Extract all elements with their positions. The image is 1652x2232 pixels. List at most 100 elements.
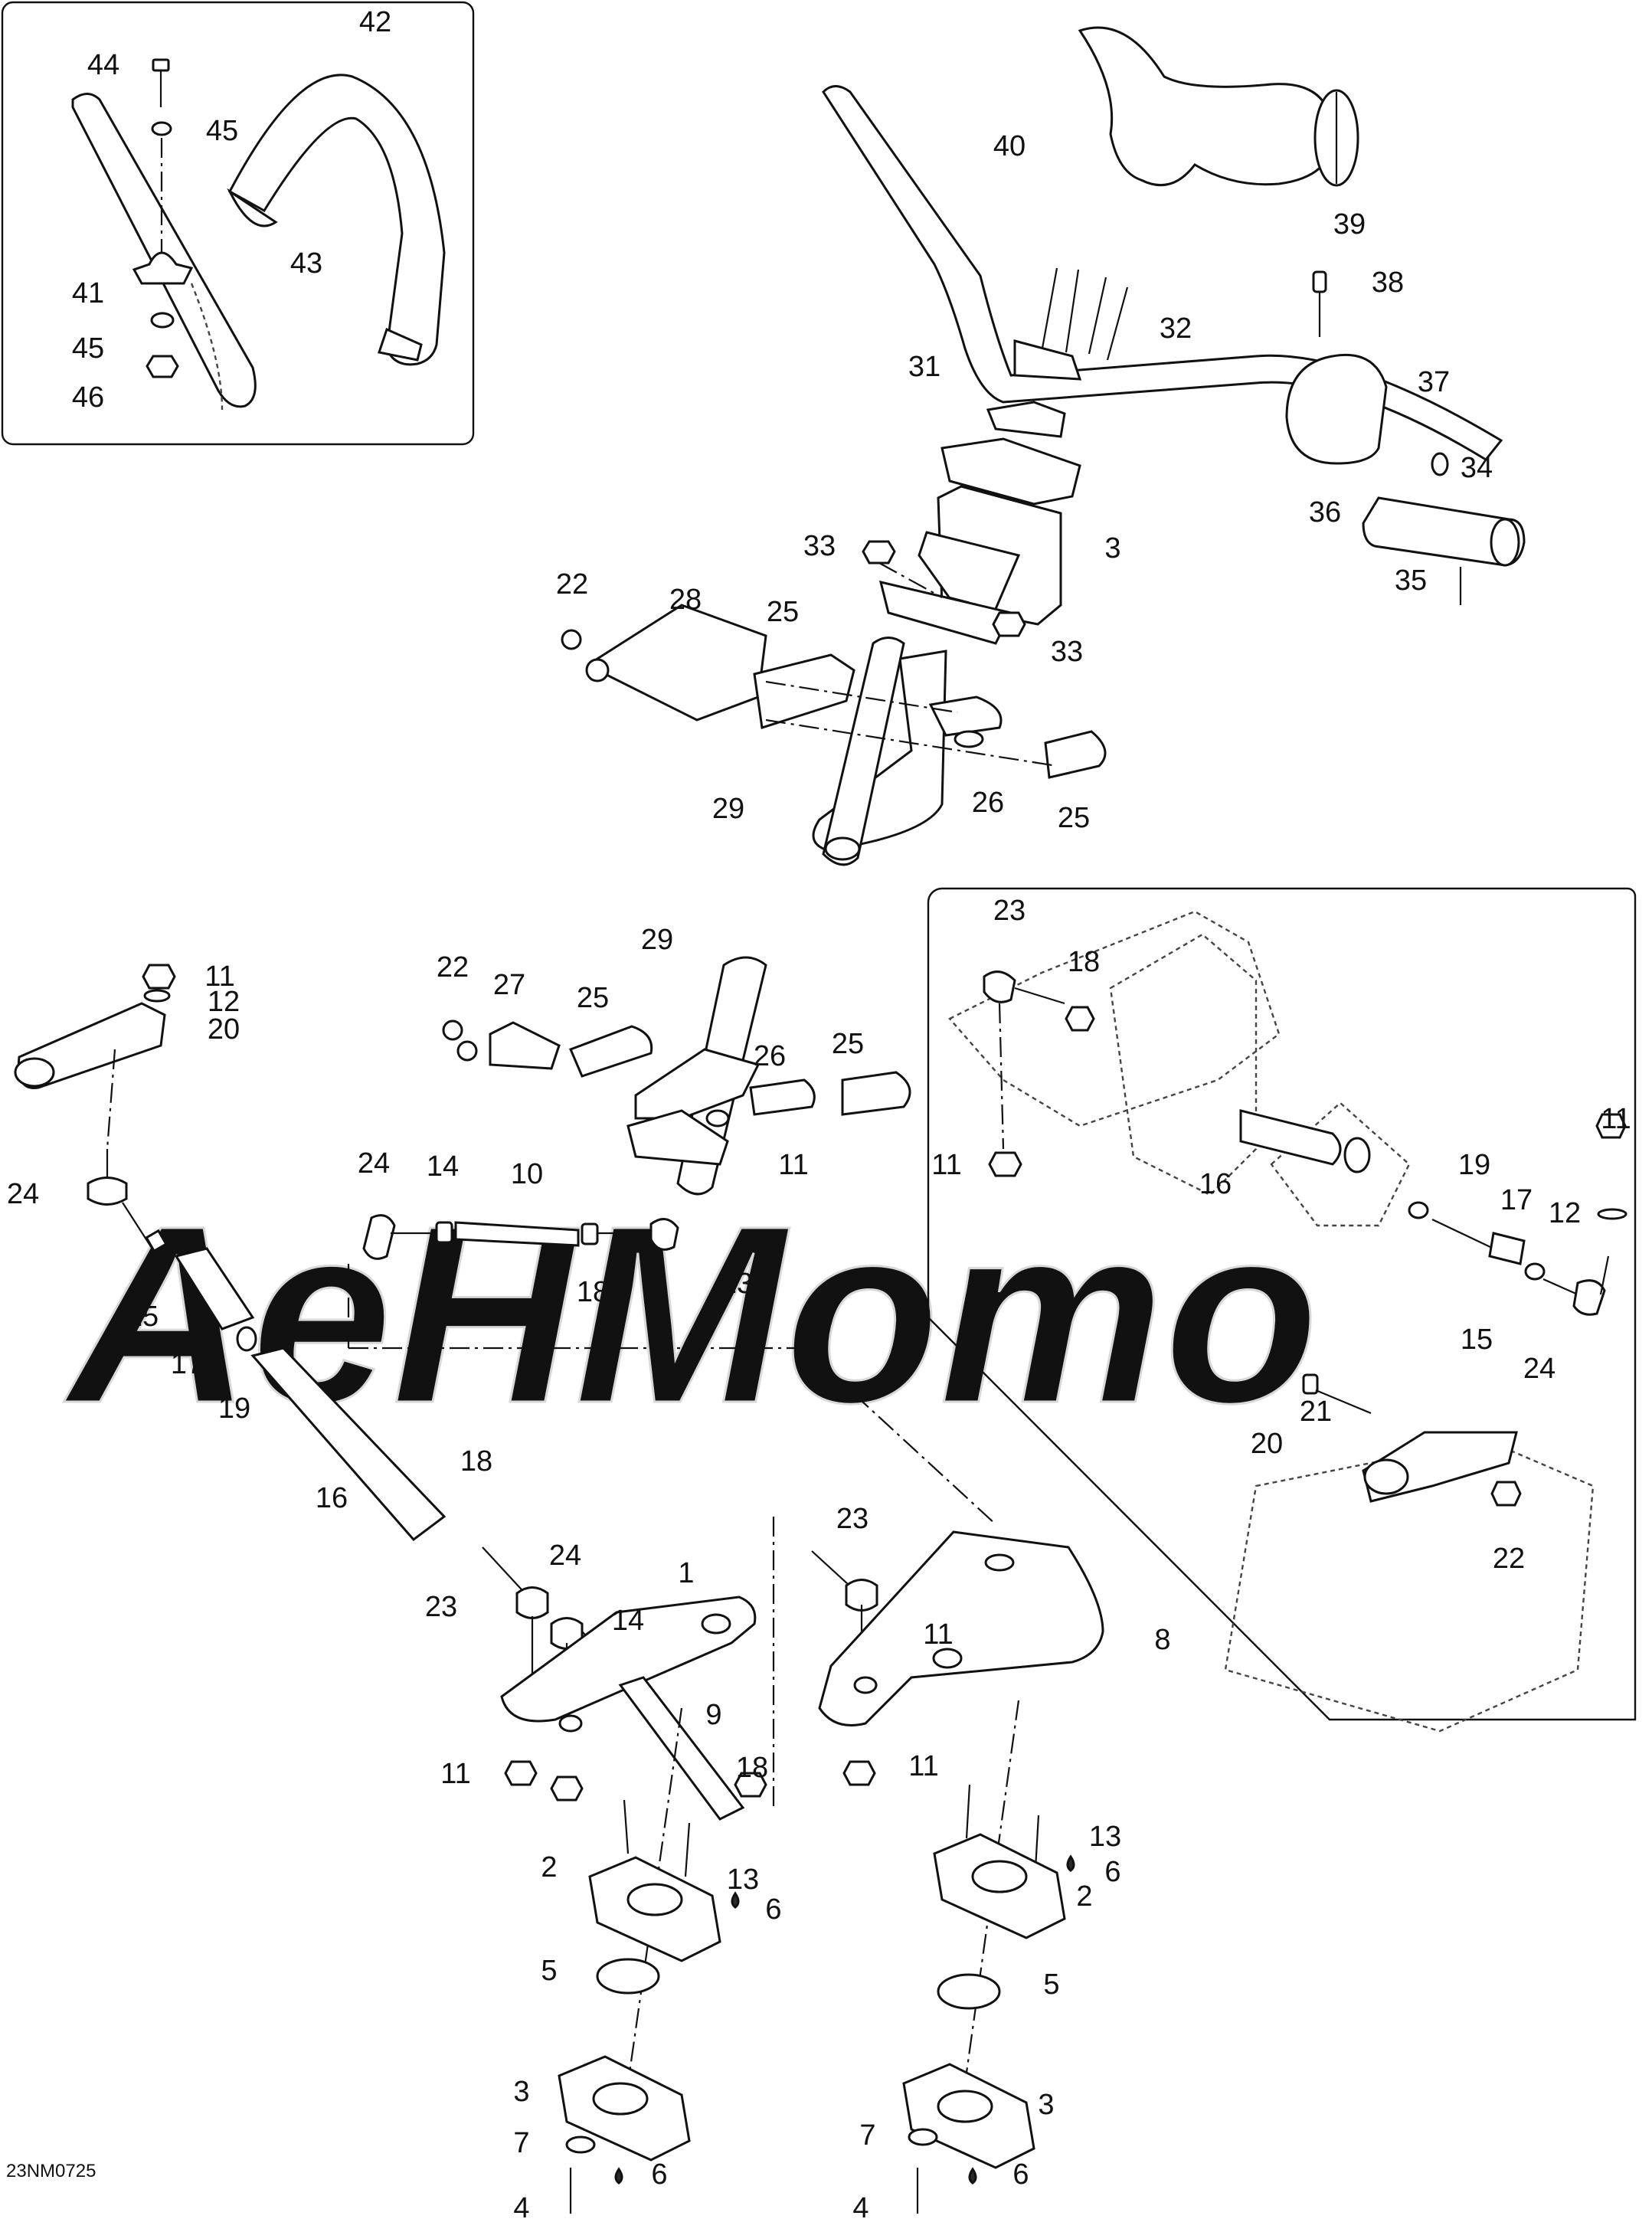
callout-11f: 11 — [440, 1758, 470, 1790]
callout-15a: 15 — [126, 1301, 159, 1333]
callout-25c: 25 — [577, 982, 609, 1014]
callout-6b: 6 — [765, 1893, 781, 1926]
callout-14b: 14 — [612, 1605, 644, 1637]
callout-45b: 45 — [72, 332, 104, 365]
callout-11b: 11 — [1601, 1103, 1631, 1135]
callout-6c: 6 — [651, 2158, 667, 2191]
callout-13a: 13 — [1089, 1821, 1121, 1853]
callout-44: 44 — [87, 49, 119, 81]
callout-11d: 11 — [931, 1149, 961, 1181]
callout-25d: 25 — [832, 1028, 864, 1060]
callout-45a: 45 — [206, 115, 238, 147]
steering-column-upper — [561, 604, 1107, 866]
inset-panel-steering-linkage — [927, 887, 1637, 1721]
callout-24b: 24 — [7, 1178, 39, 1210]
callout-23a: 23 — [993, 895, 1026, 927]
callout-4b: 4 — [852, 2192, 869, 2224]
callout-17b: 17 — [171, 1348, 203, 1380]
steering-column-mid — [442, 956, 911, 1196]
callout-19b: 19 — [218, 1393, 250, 1425]
callout-12b: 12 — [1549, 1197, 1581, 1229]
callout-18a: 18 — [1068, 946, 1100, 978]
callout-14a: 14 — [427, 1150, 459, 1183]
callout-25b: 25 — [1058, 802, 1090, 834]
callout-32: 32 — [1160, 313, 1192, 345]
callout-27: 27 — [493, 969, 525, 1001]
callout-26a: 26 — [972, 787, 1004, 819]
callout-37: 37 — [1418, 366, 1450, 398]
linkage-detail — [948, 910, 1627, 1733]
callout-33a: 33 — [803, 530, 836, 562]
callout-11g: 11 — [908, 1750, 938, 1782]
callout-33b: 33 — [1051, 636, 1083, 668]
callout-4a: 4 — [513, 2192, 529, 2224]
callout-20b: 20 — [1251, 1428, 1283, 1460]
callout-17a: 17 — [1500, 1184, 1533, 1216]
callout-7b: 7 — [859, 2119, 875, 2152]
callout-5a: 5 — [541, 1955, 557, 1987]
callout-11c: 11 — [778, 1149, 808, 1181]
callout-21: 21 — [1300, 1396, 1332, 1428]
handlebar-assembly — [812, 26, 1526, 852]
callout-36: 36 — [1309, 496, 1341, 529]
callout-13b: 13 — [727, 1864, 759, 1896]
callout-3c: 3 — [1038, 2089, 1054, 2121]
callout-24d: 24 — [549, 1540, 581, 1572]
clamp-bolts — [1040, 267, 1129, 361]
watermark-text: AeHMomo — [61, 1173, 1319, 1455]
callout-6a: 6 — [1104, 1856, 1120, 1888]
callout-39: 39 — [1333, 208, 1366, 241]
callout-2b: 2 — [1076, 1880, 1092, 1913]
callout-10: 10 — [511, 1158, 543, 1190]
callout-43: 43 — [290, 247, 322, 280]
callout-38: 38 — [1372, 267, 1404, 299]
callout-18d: 18 — [736, 1752, 768, 1784]
inset-panel-grip-cover — [1, 1, 475, 446]
callout-3b: 3 — [513, 2076, 529, 2108]
callout-11a: 11 — [204, 961, 234, 993]
callout-41: 41 — [72, 277, 104, 309]
callout-8: 8 — [1154, 1624, 1170, 1656]
grip-cover-assembly — [71, 58, 446, 411]
callout-35: 35 — [1395, 565, 1427, 597]
callout-40: 40 — [993, 130, 1026, 162]
callout-20a: 20 — [208, 1013, 240, 1046]
drawing-number: 23NM0725 — [6, 2161, 96, 2181]
tie-rods — [14, 964, 996, 1542]
callout-25a: 25 — [767, 596, 799, 628]
callout-24a: 24 — [358, 1147, 390, 1180]
callout-23c: 23 — [836, 1503, 869, 1535]
callout-24c: 24 — [1523, 1353, 1555, 1385]
callout-7a: 7 — [513, 2127, 529, 2159]
callout-15b: 15 — [1461, 1324, 1493, 1356]
callout-9: 9 — [705, 1699, 721, 1731]
callout-22c: 22 — [1493, 1543, 1525, 1575]
callout-23d: 23 — [425, 1591, 457, 1623]
watermark: AeHMomo — [60, 1172, 1320, 1457]
callout-11e: 11 — [923, 1618, 953, 1651]
callout-18b: 18 — [577, 1276, 609, 1308]
callout-6d: 6 — [1012, 2158, 1029, 2191]
callout-29a: 29 — [712, 793, 744, 825]
callout-29b: 29 — [641, 924, 673, 956]
callout-46: 46 — [72, 381, 104, 414]
callout-22b: 22 — [437, 951, 469, 983]
callout-12a: 12 — [208, 986, 240, 1018]
callout-34: 34 — [1461, 452, 1493, 484]
callout-1: 1 — [678, 1557, 694, 1589]
callout-16b: 16 — [316, 1482, 348, 1514]
callout-26b: 26 — [754, 1040, 786, 1072]
callout-31: 31 — [908, 351, 940, 383]
callout-22a: 22 — [556, 568, 588, 601]
callout-23b: 23 — [721, 1268, 753, 1300]
callout-42: 42 — [359, 6, 391, 38]
callout-18c: 18 — [460, 1445, 492, 1478]
callout-16a: 16 — [1199, 1168, 1232, 1200]
steering-arms-lower — [482, 1517, 1104, 2084]
spindle-housings — [558, 1784, 1075, 2214]
callout-28: 28 — [669, 584, 702, 616]
callout-19a: 19 — [1458, 1149, 1490, 1181]
callout-3a: 3 — [1104, 532, 1120, 565]
